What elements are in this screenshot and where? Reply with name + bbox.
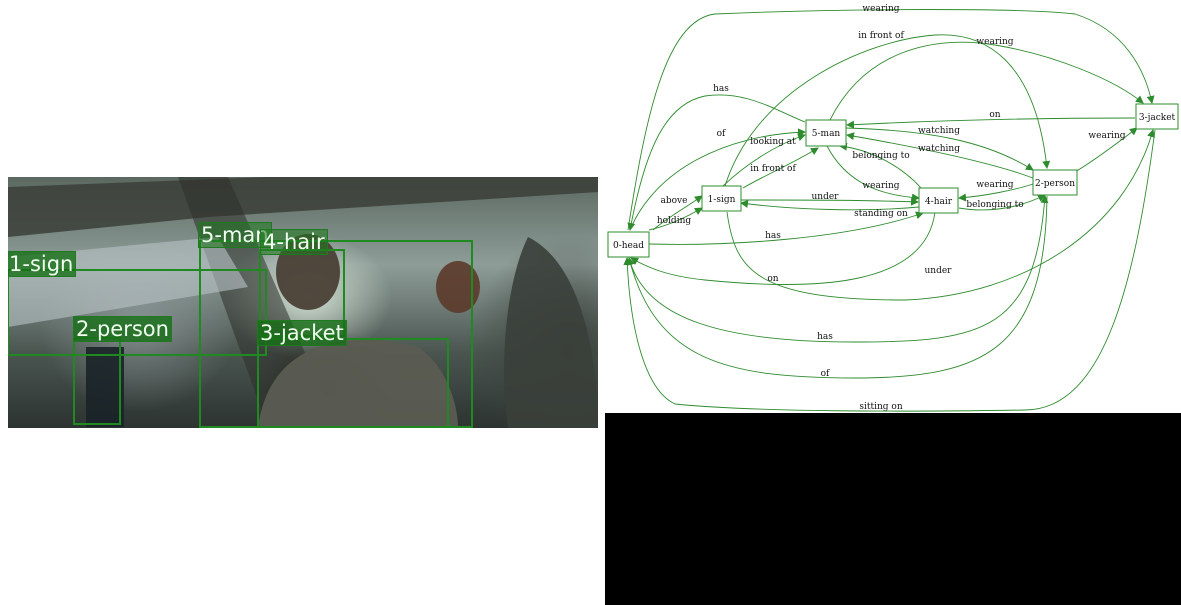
edge-label: has [765, 231, 781, 241]
edge-line [829, 41, 1144, 121]
node-man: 5-man [805, 119, 847, 147]
edge-line [958, 194, 1046, 211]
edge-label: on [767, 274, 778, 284]
edge-line [630, 211, 936, 286]
scene-backdrop [8, 177, 598, 428]
edge-label: belonging to [852, 151, 909, 161]
edge-line [1074, 127, 1138, 173]
edge-line [629, 128, 806, 231]
node-label: 4-hair [925, 197, 953, 207]
node-label: 5-man [812, 129, 841, 139]
sign-box [8, 269, 267, 356]
edge-label: has [713, 84, 729, 94]
detection-label: 2-person [73, 316, 172, 342]
edge-label: wearing [862, 181, 899, 191]
edge-label: in front of [750, 164, 796, 174]
edge-line [626, 195, 1048, 379]
scene-graph: wearing in front of wearing has on of lo… [605, 0, 1181, 413]
node-label: 1-sign [708, 195, 736, 205]
edge-label: of [717, 129, 726, 139]
edge-line [839, 142, 922, 189]
edge-line [623, 129, 1156, 412]
edge-label: belonging to [966, 200, 1023, 210]
edge-label: looking at [750, 137, 796, 147]
empty-black-panel [605, 413, 1181, 605]
node-head: 0-head [607, 231, 650, 258]
jacket-box [257, 338, 449, 428]
edge-label: wearing [976, 37, 1013, 47]
node-jacket: 3-jacket [1135, 103, 1179, 130]
edge-line [648, 211, 924, 245]
edge-line [740, 199, 920, 211]
edge-line [652, 195, 703, 231]
edge-line [648, 207, 703, 231]
detection-label: 1-sign [8, 251, 77, 277]
edge-line [742, 147, 819, 189]
detection-label: 3-jacket [257, 320, 347, 346]
edge-label: wearing [976, 180, 1013, 190]
edge-line [958, 183, 1034, 202]
edge-label: under [812, 192, 840, 202]
edge-line [726, 129, 1155, 301]
detection-label: 4-hair [260, 229, 328, 255]
edge-label: watching [918, 144, 960, 154]
edge-line [846, 117, 1136, 129]
edge-label: holding [657, 216, 692, 226]
edge-label: wearing [862, 4, 899, 14]
edge-line [844, 127, 1034, 171]
edge-line [724, 34, 1051, 187]
edge-line [722, 133, 806, 187]
edge-line [740, 197, 919, 206]
edge-label: under [925, 266, 953, 276]
edge-label: above [661, 196, 688, 206]
edge-line [627, 9, 1155, 231]
edge-label: has [817, 332, 833, 342]
edge-label: standing on [854, 209, 908, 219]
edge-line [627, 94, 806, 231]
edge-label: watching [918, 126, 960, 136]
node-label: 2-person [1035, 179, 1075, 189]
node-sign: 1-sign [701, 185, 742, 212]
edge-line [846, 132, 1034, 179]
edge-label: sitting on [859, 402, 902, 412]
edge-label: in front of [858, 31, 904, 41]
scene-image: 1-sign 2-person 5-man 4-hair 3-jacket [8, 177, 598, 428]
node-label: 3-jacket [1139, 113, 1176, 123]
edge-line [826, 145, 920, 202]
edge-label: of [821, 369, 830, 379]
node-hair: 4-hair [918, 187, 959, 214]
edge-line [628, 195, 1049, 343]
node-label: 0-head [613, 241, 644, 251]
edge-label: wearing [1088, 131, 1125, 141]
node-person: 2-person [1032, 169, 1078, 196]
scene-graph-svg: wearing in front of wearing has on of lo… [607, 4, 1179, 412]
edge-label: on [989, 110, 1000, 120]
